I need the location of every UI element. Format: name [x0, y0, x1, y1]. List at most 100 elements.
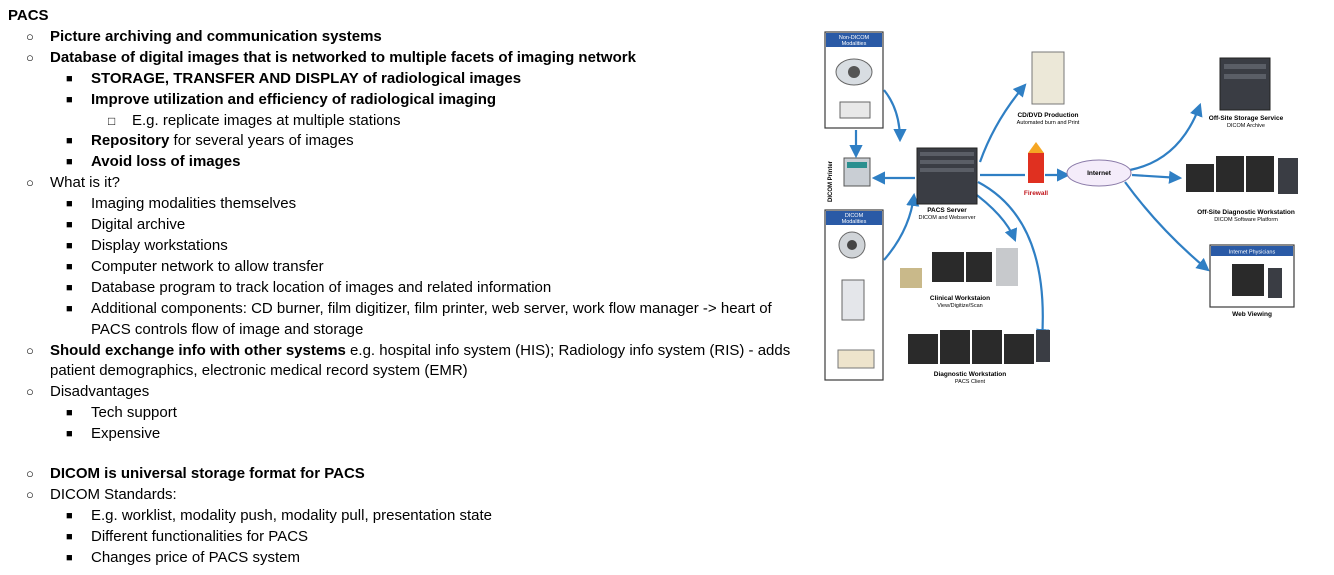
list-item: ■Imaging modalities themselves [8, 194, 808, 215]
list-item: ■ Improve utilization and efficiency of r… [8, 90, 808, 111]
bold-text: Improve utilization and efficiency of ra… [91, 90, 497, 108]
offsite-storage-title: Off-Site Storage Service [1209, 115, 1284, 122]
bold-text: Avoid loss of images [91, 153, 241, 171]
bullet-marker: ■ [66, 530, 73, 543]
internet-cloud-icon [1066, 159, 1132, 187]
item-text: Computer network to allow transfer [91, 257, 324, 275]
bullet-list: ○ Picture archiving and communication sys… [8, 27, 808, 569]
item-text: E.g. worklist, modality push, modality p… [91, 506, 493, 524]
list-item: ○DICOM is universal storage format for P… [8, 464, 808, 485]
list-item: ■Display workstations [8, 236, 808, 257]
pacs-diagram: Non-DICOM Modalities DICOM Modalities DI… [824, 31, 1298, 385]
cd-dvd-icon [1031, 51, 1065, 105]
bold-text: Picture archiving and communication syst… [50, 27, 382, 45]
list-item: ■ Changes price of PACS system [8, 548, 808, 569]
arrow-server-diag [977, 181, 1050, 343]
internet-physicians-label: Internet Physicians [1229, 250, 1276, 256]
non-dicom-label-1: Non-DICOM [839, 35, 870, 41]
arrow-internet-storage [1129, 102, 1203, 172]
bullet-marker: ■ [66, 407, 73, 420]
firewall-label: Firewall [1024, 190, 1048, 197]
clinical-ws-title: Clinical Workstaion [930, 295, 990, 302]
bullet-marker: □ [108, 113, 116, 128]
bold-text: Should exchange info with other systems [50, 341, 346, 359]
web-viewing-label: Web Viewing [1232, 311, 1272, 318]
bullet-marker: ■ [66, 281, 73, 294]
clinical-workstation-icon [900, 248, 1018, 288]
cd-dvd-sub: Automated burn and Print [1017, 120, 1080, 126]
pacs-server-sub: DICOM and Webserver [918, 215, 975, 221]
notes: PACS ○ Picture archiving and communicatio… [8, 6, 808, 569]
xray-icon [837, 349, 875, 369]
bullet-marker: ■ [66, 428, 73, 441]
list-item: ■ Different functionalities for PACS [8, 527, 808, 548]
bullet-marker: ■ [66, 93, 73, 106]
list-item: ○ Should exchange info with other systems… [8, 341, 808, 383]
item-text: Database program to track location of im… [91, 278, 552, 296]
internet-label: Internet [1087, 170, 1112, 177]
item-text: Imaging modalities themselves [91, 195, 297, 213]
firewall-icon [1028, 153, 1044, 183]
diag-ws-title: Diagnostic Workstation [934, 371, 1007, 378]
non-dicom-header [826, 33, 882, 47]
bullet-marker: ■ [66, 509, 73, 522]
item-text: E.g. replicate images at multiple statio… [132, 111, 401, 129]
item-text: Expensive [91, 425, 161, 443]
item-text: for several years of images [169, 132, 354, 150]
bullet-marker: ○ [26, 486, 34, 502]
offsite-diag-monitors [1186, 156, 1298, 194]
item-text: Additional components: CD burner, film d… [91, 299, 772, 338]
clinical-ws-sub: View/Digitize/Scan [937, 303, 982, 309]
bullet-marker: ■ [66, 156, 73, 169]
list-item: ○ What is it? [8, 173, 808, 194]
internet-physicians-header [1211, 246, 1293, 256]
list-item: ■ Computer network to allow transfer [8, 257, 808, 278]
list-item: ■ Avoid loss of images [8, 152, 808, 173]
list-item: ■Digital archive [8, 215, 808, 236]
item-text: What is it? [50, 174, 121, 192]
arrow-dicom-server [883, 192, 920, 261]
dicom-label-1: DICOM [845, 213, 864, 219]
dicom-header [826, 211, 882, 225]
bullet-marker: ■ [66, 239, 73, 252]
spacer [8, 445, 808, 464]
bold-text: DICOM is universal storage format for PA… [50, 465, 365, 483]
list-item: ■Repository for several years of images [8, 131, 808, 152]
cd-dvd-title: CD/DVD Production [1017, 112, 1078, 119]
bold-text: Database of digital images that is netwo… [50, 48, 636, 66]
bullet-marker: ○ [26, 28, 34, 44]
offsite-diag-title: Off-Site Diagnostic Workstation [1197, 209, 1295, 216]
bullet-marker: ■ [66, 135, 73, 148]
bullet-marker: ■ [66, 260, 73, 273]
list-item: ○ DICOM Standards: [8, 485, 808, 506]
item-text: Changes price of PACS system [91, 548, 300, 566]
pacs-server-title: PACS Server [927, 207, 967, 214]
list-item: ■ Additional components: CD burner, film … [8, 299, 808, 341]
digitizer-icon [839, 101, 871, 119]
offsite-storage-sub: DICOM Archive [1227, 123, 1265, 129]
item-text: DICOM Standards: [50, 485, 177, 503]
bold-text: STORAGE, TRANSFER AND DISPLAY of radiolo… [91, 69, 522, 87]
list-item: ■ Expensive [8, 424, 808, 445]
bullet-marker: ■ [66, 302, 73, 315]
list-item: ○ Picture archiving and communication sys… [8, 27, 808, 48]
bullet-marker: ■ [66, 219, 73, 232]
list-item: ■Tech support [8, 403, 808, 424]
bullet-marker: ■ [66, 72, 73, 85]
page-title: PACS [8, 7, 49, 24]
bullet-marker: ○ [26, 342, 34, 358]
ultrasound-icon [841, 279, 865, 321]
bullet-marker: ■ [66, 551, 73, 564]
non-dicom-label-2: Modalities [842, 41, 867, 47]
arrow-server-cd [978, 83, 1027, 163]
pacs-server-icon [916, 147, 978, 205]
item-text: Different functionalities for PACS [91, 527, 309, 545]
item-text: Disadvantages [50, 383, 150, 401]
dicom-label-2: Modalities [842, 219, 867, 225]
offsite-diag-sub: DICOM Software Platform [1214, 217, 1278, 223]
list-item: ○Database of digital images that is netw… [8, 48, 808, 69]
bullet-marker: ○ [26, 175, 34, 191]
diagnostic-workstation-icon [908, 330, 1050, 364]
list-item: ○Disadvantages [8, 382, 808, 403]
list-item: ■ Database program to track location of i… [8, 278, 808, 299]
